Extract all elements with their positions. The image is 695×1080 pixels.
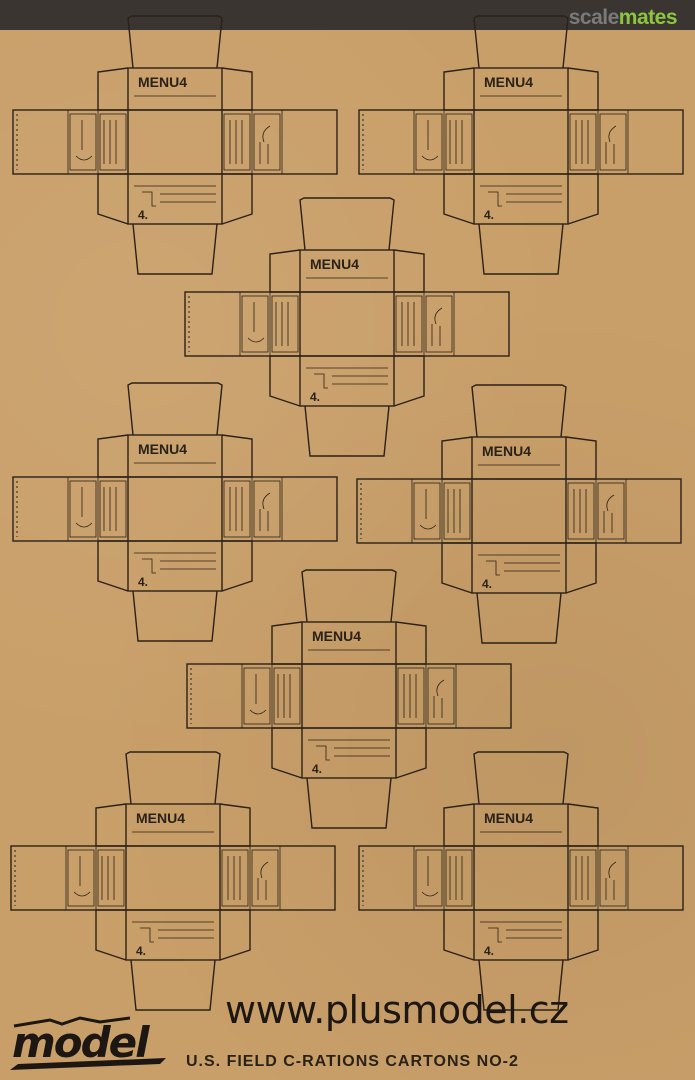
menu-label: MENU4 xyxy=(312,628,361,644)
product-title: U.S. FIELD C-RATIONS CARTONS NO-2 xyxy=(186,1053,519,1070)
number-label: 4. xyxy=(484,944,494,958)
carton-4: MENU4 4. xyxy=(12,382,338,642)
carton-1: MENU4 4. xyxy=(12,15,338,275)
carton-6: MENU4 4. xyxy=(186,569,512,829)
menu-label: MENU4 xyxy=(136,810,185,826)
logo-text: model xyxy=(12,1018,150,1067)
website-url[interactable]: www.plusmodel.cz xyxy=(225,988,569,1032)
brand-part-2: mates xyxy=(618,6,678,29)
menu-label: MENU4 xyxy=(484,74,533,90)
brand-part-1: scale xyxy=(568,6,620,29)
number-label: 4. xyxy=(484,208,494,222)
carton-3: MENU4 4. xyxy=(184,197,510,457)
number-label: 4. xyxy=(310,390,320,404)
plusmodel-logo-icon xyxy=(10,1016,166,1070)
scalemates-logo[interactable]: scalemates xyxy=(568,6,678,30)
number-label: 4. xyxy=(136,944,146,958)
carton-2: MENU4 4. xyxy=(358,15,684,275)
number-label: 4. xyxy=(482,577,492,591)
menu-label: MENU4 xyxy=(484,810,533,826)
menu-label: MENU4 xyxy=(482,443,531,459)
carton-8: MENU4 4. xyxy=(358,751,684,1011)
top-bar: scalemates xyxy=(0,0,695,30)
menu-label: MENU4 xyxy=(138,74,187,90)
number-label: 4. xyxy=(312,762,322,776)
carton-7: MENU4 4. xyxy=(10,751,336,1011)
carton-5: MENU4 4. xyxy=(356,384,682,644)
number-label: 4. xyxy=(138,208,148,222)
menu-label: MENU4 xyxy=(310,256,359,272)
menu-label: MENU4 xyxy=(138,441,187,457)
number-label: 4. xyxy=(138,575,148,589)
